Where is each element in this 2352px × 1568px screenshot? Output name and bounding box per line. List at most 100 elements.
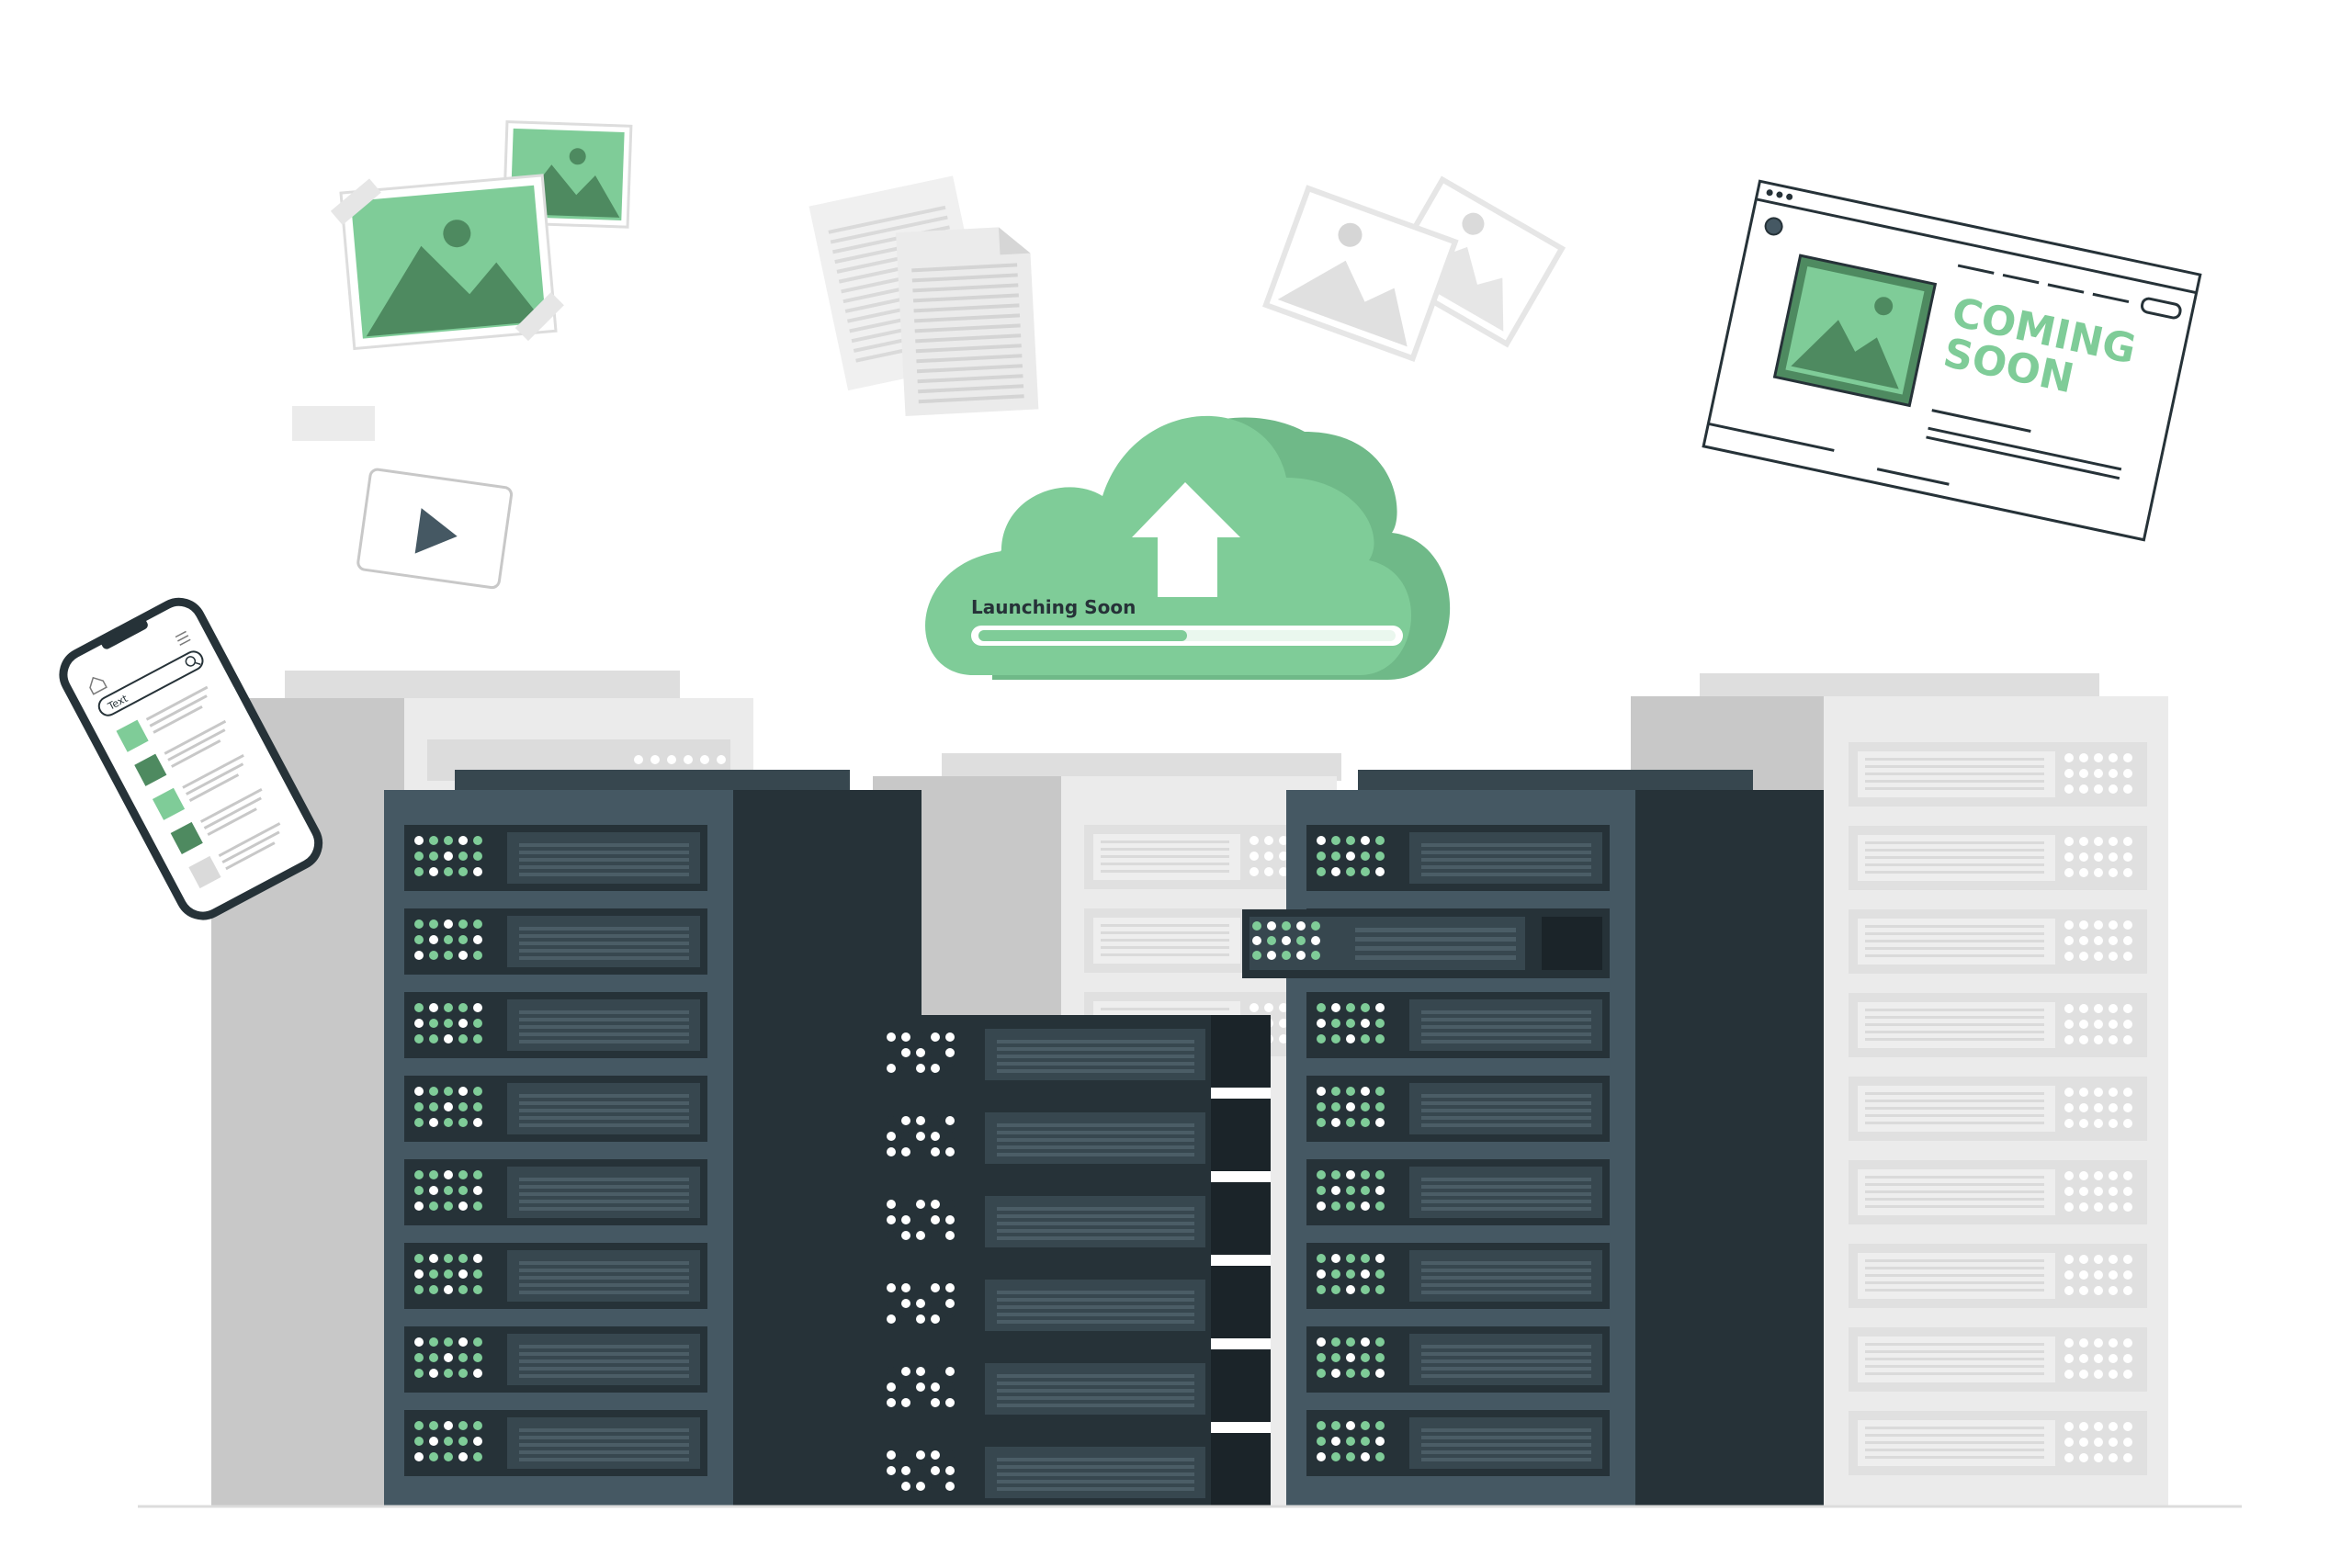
server-led xyxy=(2064,1004,2074,1013)
server-led xyxy=(945,1116,955,1125)
server-led xyxy=(473,1452,482,1461)
server-led xyxy=(1331,1170,1340,1179)
server-led xyxy=(2079,868,2088,877)
server-led xyxy=(901,1367,910,1376)
server-led xyxy=(931,1466,940,1475)
image-icon xyxy=(339,174,558,351)
server-led xyxy=(2109,1103,2118,1112)
server-led xyxy=(429,1452,438,1461)
server-unit xyxy=(404,1159,707,1225)
server-led xyxy=(1317,1353,1326,1362)
server-led xyxy=(901,1299,910,1308)
server-led xyxy=(1317,1019,1326,1028)
server-led xyxy=(1331,1087,1340,1096)
server-led xyxy=(2123,1119,2132,1128)
server-unit-background xyxy=(1849,993,2147,1057)
server-led xyxy=(2064,1286,2074,1295)
server-led xyxy=(2109,952,2118,961)
server-led xyxy=(1331,1201,1340,1211)
server-led xyxy=(2064,1088,2074,1097)
server-led xyxy=(2079,1422,2088,1431)
server-led xyxy=(901,1116,910,1125)
server-led xyxy=(1279,1034,1288,1043)
server-led xyxy=(916,1231,925,1240)
server-led xyxy=(887,1450,896,1460)
server-led xyxy=(2109,1354,2118,1363)
server-led xyxy=(414,1186,424,1195)
server-led xyxy=(429,1269,438,1279)
server-led xyxy=(1361,1437,1370,1446)
server-led xyxy=(1279,852,1288,861)
server-led xyxy=(931,1283,940,1292)
server-led xyxy=(931,1132,940,1141)
server-led xyxy=(1311,936,1320,945)
server-led xyxy=(414,1369,424,1378)
server-led xyxy=(2109,1453,2118,1462)
server-led xyxy=(1317,1087,1326,1096)
server-led xyxy=(1331,852,1340,861)
server-led xyxy=(414,951,424,960)
server-led xyxy=(429,1254,438,1263)
server-led xyxy=(931,1382,940,1392)
server-led xyxy=(901,1032,910,1042)
server-led xyxy=(2109,1438,2118,1447)
server-led xyxy=(444,852,453,861)
server-led xyxy=(444,1102,453,1111)
server-led xyxy=(931,1200,940,1209)
server-led xyxy=(2064,837,2074,846)
server-led xyxy=(931,1032,940,1042)
server-led xyxy=(887,1231,896,1240)
server-led xyxy=(1375,1019,1385,1028)
server-led xyxy=(2123,1020,2132,1029)
server-led xyxy=(1346,1369,1355,1378)
server-led xyxy=(458,1003,468,1012)
server-led xyxy=(1317,1437,1326,1446)
server-led xyxy=(444,867,453,876)
server-led xyxy=(429,1421,438,1430)
server-led xyxy=(2123,1187,2132,1196)
server-led xyxy=(444,1201,453,1211)
server-led xyxy=(901,1466,910,1475)
server-led xyxy=(1331,1452,1340,1461)
server-led xyxy=(429,1353,438,1362)
server-led xyxy=(414,867,424,876)
server-led xyxy=(2079,753,2088,762)
server-led xyxy=(2094,1035,2103,1044)
server-led xyxy=(429,951,438,960)
server-led xyxy=(2094,784,2103,794)
server-led xyxy=(414,1269,424,1279)
server-led xyxy=(1331,1118,1340,1127)
server-led xyxy=(414,1034,424,1043)
server-led xyxy=(2123,1422,2132,1431)
server-led xyxy=(1317,1003,1326,1012)
server-led xyxy=(1317,1118,1326,1127)
server-led xyxy=(945,1450,955,1460)
server-led xyxy=(2109,1035,2118,1044)
server-led xyxy=(1317,1369,1326,1378)
server-led xyxy=(1317,867,1326,876)
server-led xyxy=(931,1398,940,1407)
server-led xyxy=(1331,1186,1340,1195)
server-led xyxy=(2094,952,2103,961)
server-led xyxy=(2094,1088,2103,1097)
server-led xyxy=(414,1452,424,1461)
server-led xyxy=(1252,951,1261,960)
server-led xyxy=(1361,852,1370,861)
server-led xyxy=(916,1283,925,1292)
server-led xyxy=(2109,868,2118,877)
photo-stack xyxy=(330,120,633,351)
server-led xyxy=(2079,1187,2088,1196)
server-led xyxy=(945,1466,955,1475)
server-led xyxy=(2123,1354,2132,1363)
server-led xyxy=(429,1003,438,1012)
server-led xyxy=(1331,1102,1340,1111)
server-led xyxy=(473,935,482,944)
server-led xyxy=(2064,1270,2074,1280)
server-led xyxy=(429,935,438,944)
server-led xyxy=(1346,1034,1355,1043)
server-led xyxy=(458,1170,468,1179)
server-led xyxy=(429,1118,438,1127)
server-led xyxy=(916,1382,925,1392)
server-led xyxy=(2109,1020,2118,1029)
server-led xyxy=(1346,852,1355,861)
